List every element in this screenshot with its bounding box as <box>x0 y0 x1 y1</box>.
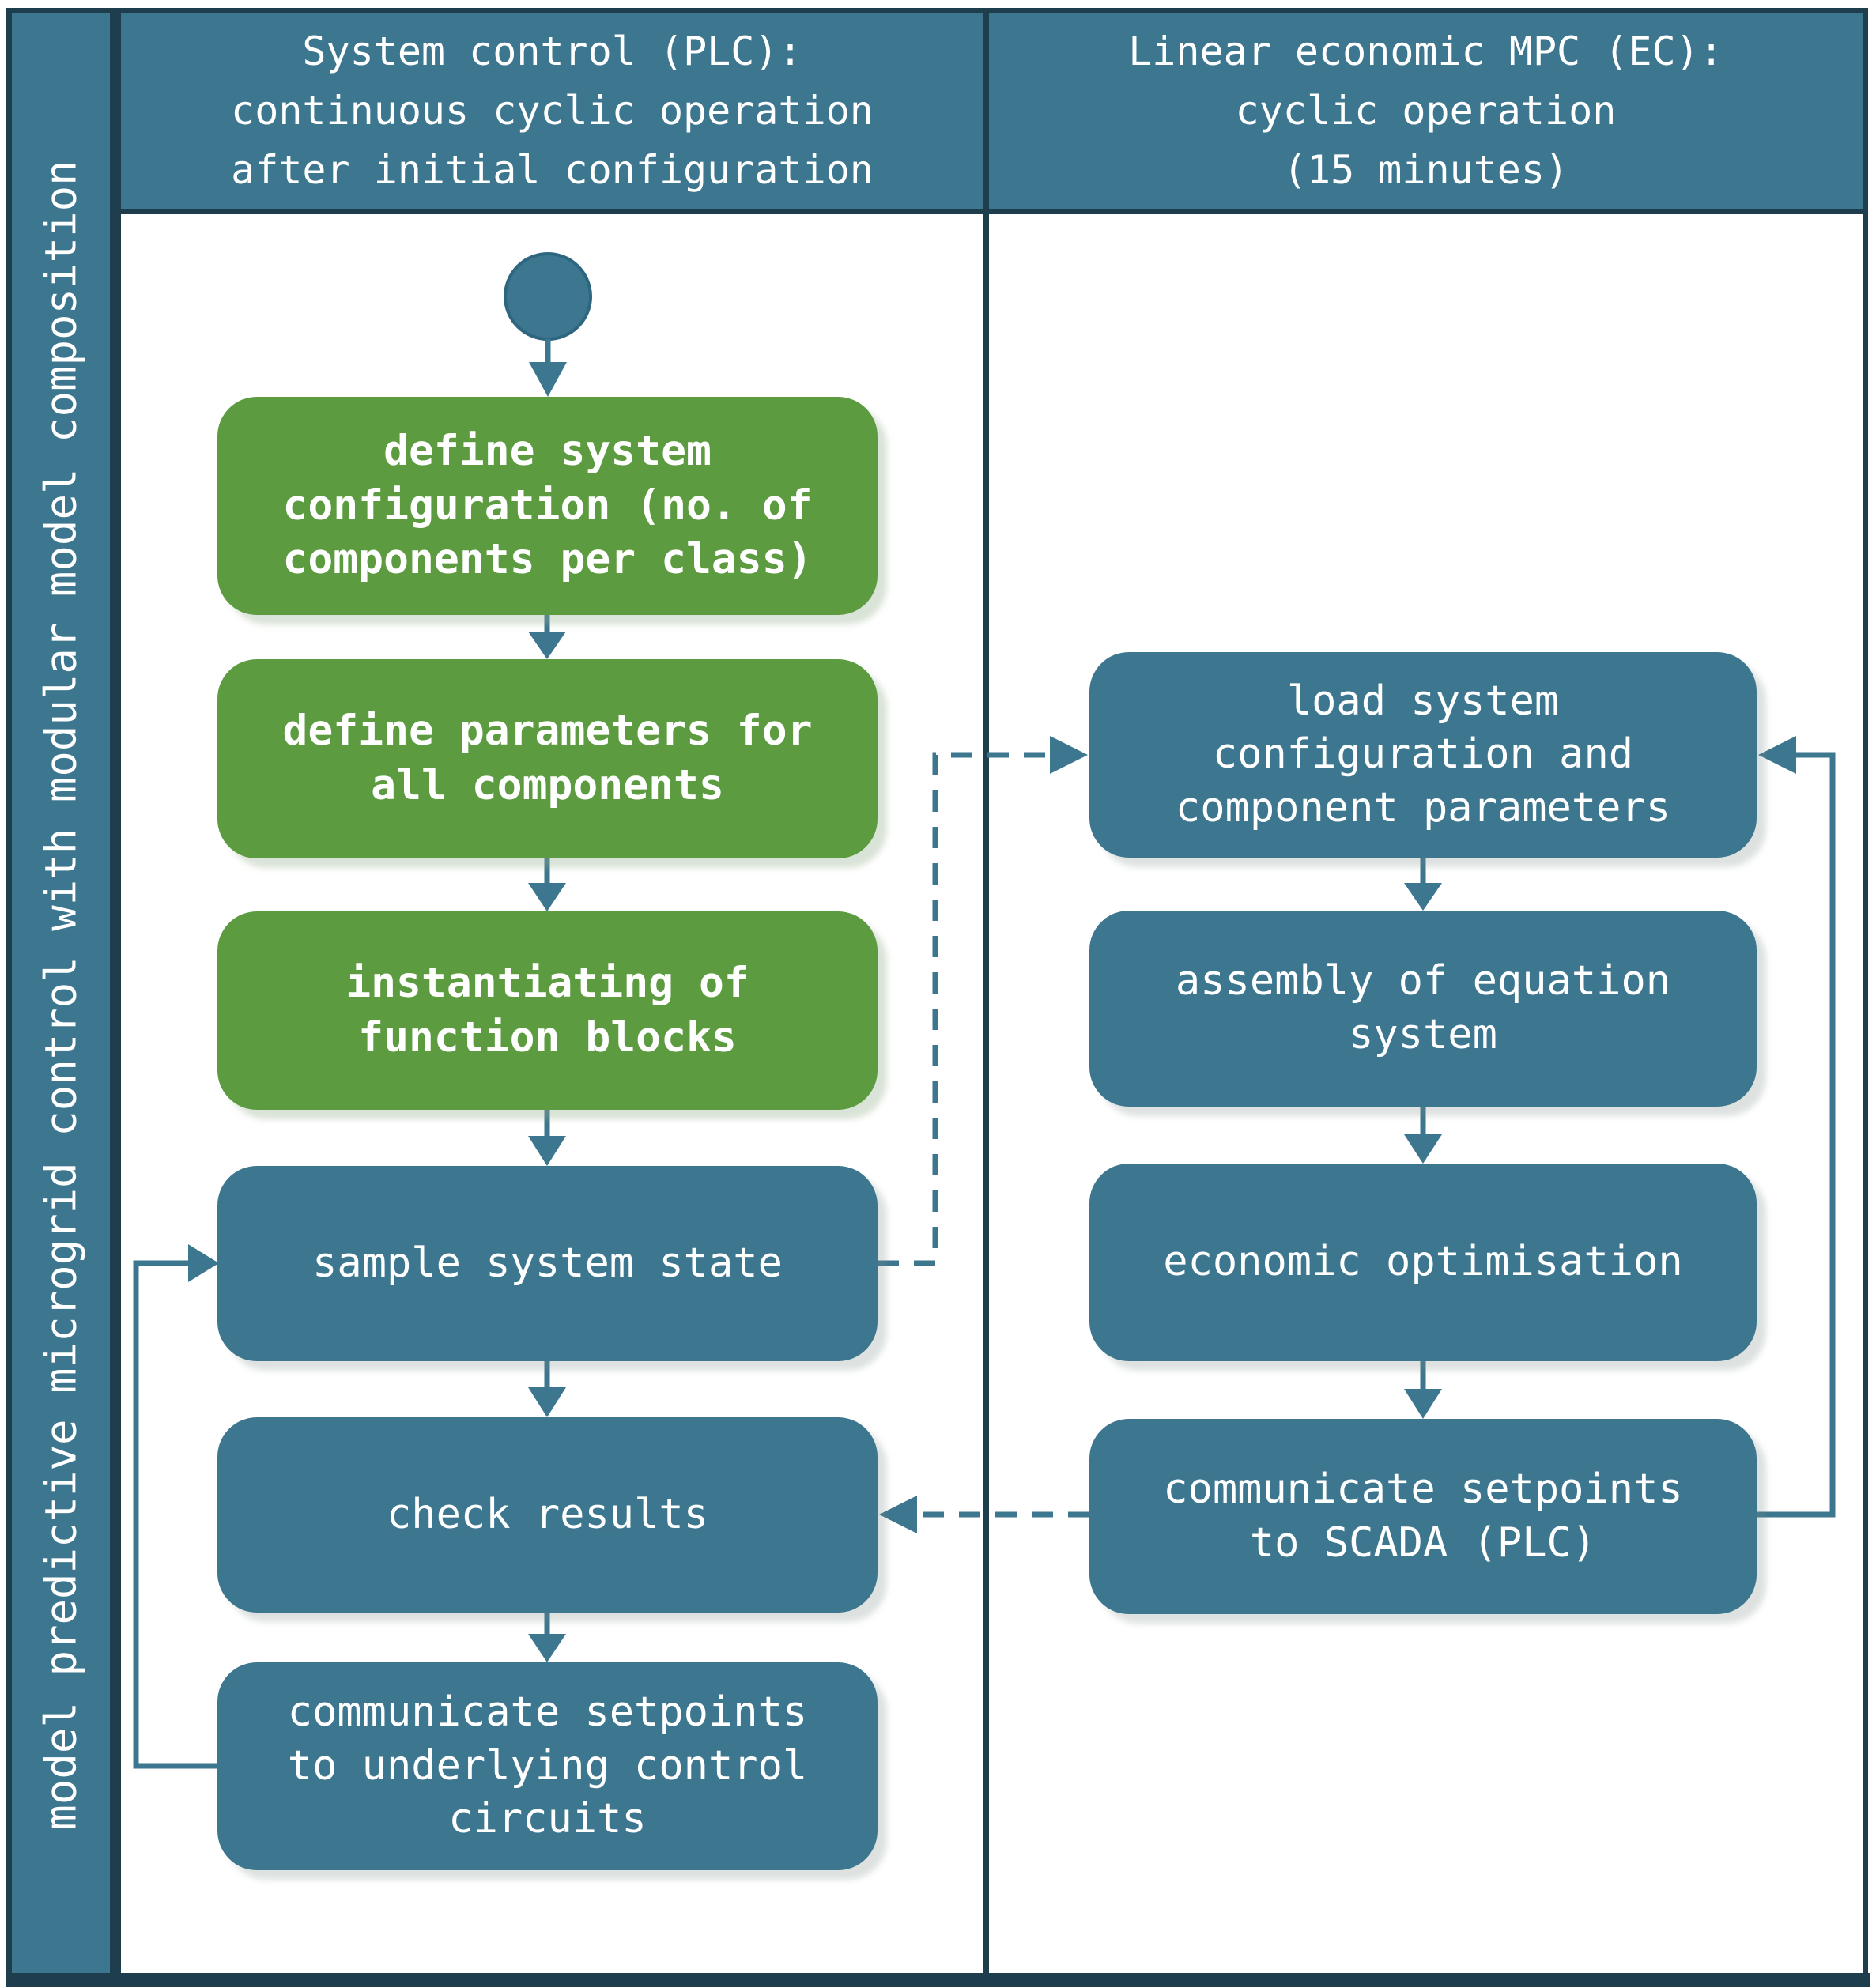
node-label: communicate setpoints to underlying cont… <box>287 1688 808 1843</box>
lane-header-plc: System control (PLC): continuous cyclic … <box>115 8 989 214</box>
node-label: define system configuration (no. of comp… <box>282 426 813 584</box>
node-define-system-configuration: define system configuration (no. of comp… <box>217 397 878 615</box>
node-label: define parameters for all components <box>282 707 813 809</box>
node-communicate-setpoints-scada: communicate setpoints to SCADA (PLC) <box>1089 1419 1757 1614</box>
node-sample-system-state: sample system state <box>217 1166 878 1361</box>
lane-header-ec: Linear economic MPC (EC): cyclic operati… <box>983 8 1868 214</box>
lane-header-plc-label: System control (PLC): continuous cyclic … <box>231 28 874 193</box>
node-assembly-equation-system: assembly of equation system <box>1089 911 1757 1107</box>
node-instantiating-function-blocks: instantiating of function blocks <box>217 911 878 1110</box>
node-communicate-setpoints-circuits: communicate setpoints to underlying cont… <box>217 1662 878 1870</box>
node-label: instantiating of function blocks <box>345 958 749 1062</box>
node-label: assembly of equation system <box>1175 957 1671 1058</box>
diagram-title: model predictive microgrid control with … <box>36 159 86 1831</box>
bottom-border-bar <box>6 1973 1870 1987</box>
node-economic-optimisation: economic optimisation <box>1089 1164 1757 1361</box>
node-label: sample system state <box>312 1239 783 1287</box>
node-label: check results <box>387 1490 708 1538</box>
node-check-results: check results <box>217 1417 878 1613</box>
node-load-system-configuration: load system configuration and component … <box>1089 652 1757 858</box>
node-define-parameters: define parameters for all components <box>217 659 878 858</box>
node-label: economic optimisation <box>1163 1238 1683 1286</box>
sidebar-title-strip: model predictive microgrid control with … <box>6 8 115 1982</box>
lane-header-ec-label: Linear economic MPC (EC): cyclic operati… <box>1128 28 1723 193</box>
node-label: load system configuration and component … <box>1175 677 1671 832</box>
node-label: communicate setpoints to SCADA (PLC) <box>1163 1465 1683 1567</box>
